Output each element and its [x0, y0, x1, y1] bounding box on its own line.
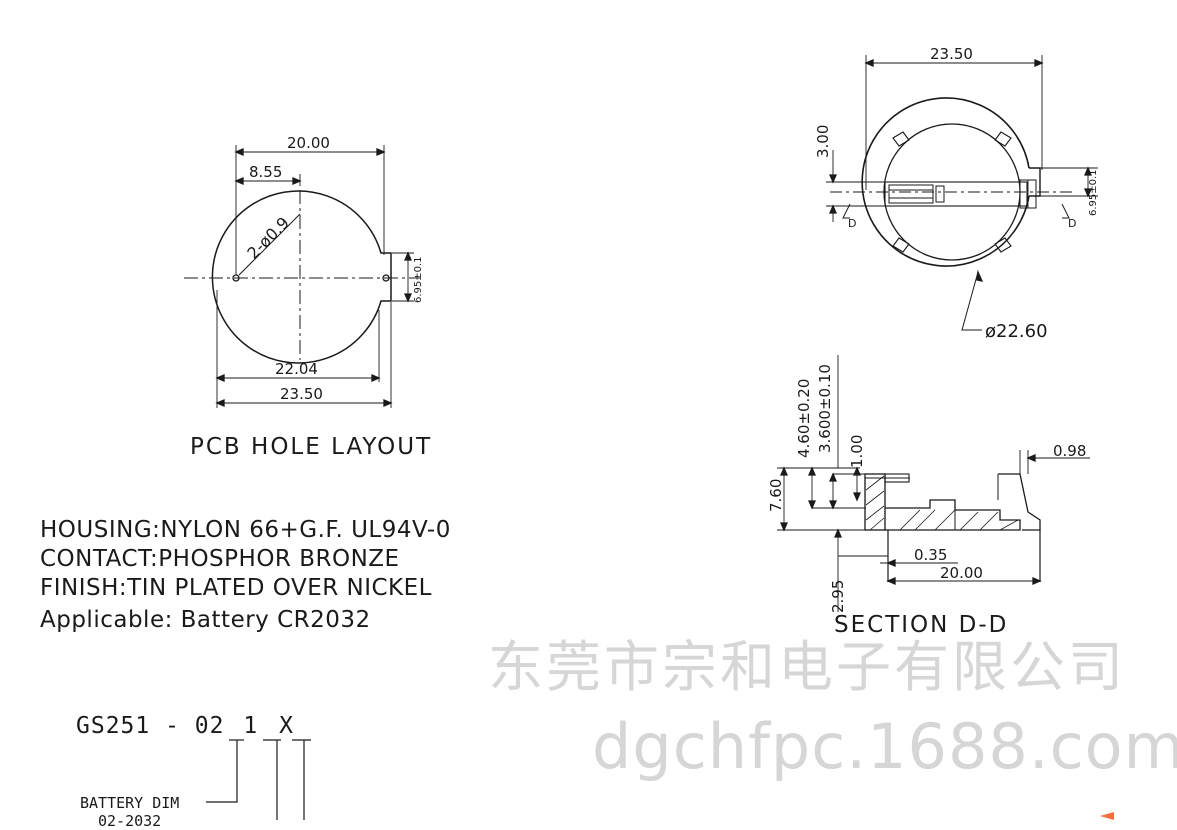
spec-contact: CONTACT:PHOSPHOR BRONZE: [40, 546, 400, 572]
spec-finish: FINISH:TIN PLATED OVER NICKEL: [40, 575, 432, 601]
sec-dim-width: 20.00: [940, 564, 983, 582]
top-dim-tab: 6.95±0.1: [1088, 169, 1099, 216]
part-number: GS251 - 02 1 X: [76, 713, 294, 739]
pcb-dim-outer: 23.50: [280, 385, 323, 403]
pcb-outline: [211, 190, 392, 364]
pcb-layout-drawing: [184, 145, 420, 408]
section-view-drawing: [777, 355, 1090, 612]
watermark-site: dgchfpc.1688.com: [592, 710, 1177, 783]
sec-dim-lead: 0.35: [914, 546, 947, 564]
section-mark-right: D: [1068, 217, 1076, 230]
pcb-dim-inner: 22.04: [275, 360, 318, 378]
top-dim-diameter: ø22.60: [985, 321, 1048, 342]
spec-housing: HOUSING:NYLON 66+G.F. UL94V-0: [40, 517, 451, 543]
pcb-dim-offset: 8.55: [249, 163, 282, 181]
top-dim-width: 23.50: [930, 45, 973, 63]
sec-dim-pin: 0.98: [1053, 442, 1086, 460]
corner-marker: [1100, 812, 1114, 820]
watermark-company: 东莞市宗和电子有限公司: [488, 635, 1127, 699]
sec-dim-h3: 1.00: [848, 435, 866, 468]
sec-dim-below: 2.95: [829, 580, 847, 613]
top-view-drawing: [826, 55, 1098, 331]
dimension-labels: 20.00 8.55 2-ø0.9 6.95±0.1 22.04 23.50 2…: [243, 45, 1099, 613]
part-code-b: 1: [243, 713, 259, 739]
sec-dim-h2: 3.600±0.10: [816, 364, 834, 453]
pcb-dim-tab: 6.95±0.1: [413, 256, 424, 303]
pcb-dim-top: 20.00: [287, 134, 330, 152]
legend-value: 02-2032: [98, 812, 162, 830]
part-number-prefix: GS251 -: [76, 713, 195, 739]
section-title: SECTION D-D: [834, 612, 1009, 638]
pcb-dim-hole: 2-ø0.9: [243, 213, 293, 263]
sec-dim-height-total: 7.60: [767, 479, 785, 512]
part-code-c: X: [279, 713, 294, 739]
spec-applicable: Applicable: Battery CR2032: [40, 607, 371, 633]
part-number-legend-lines: [206, 739, 311, 820]
sec-dim-h1: 4.60±0.20: [795, 379, 813, 458]
top-dim-depth: 3.00: [814, 125, 832, 158]
pcb-layout-title: PCB HOLE LAYOUT: [190, 434, 433, 460]
legend-label: BATTERY DIM: [80, 794, 180, 812]
part-code-a: 02: [194, 713, 225, 739]
pcb-hole-right: [382, 274, 390, 282]
section-mark-left: D: [848, 217, 856, 230]
